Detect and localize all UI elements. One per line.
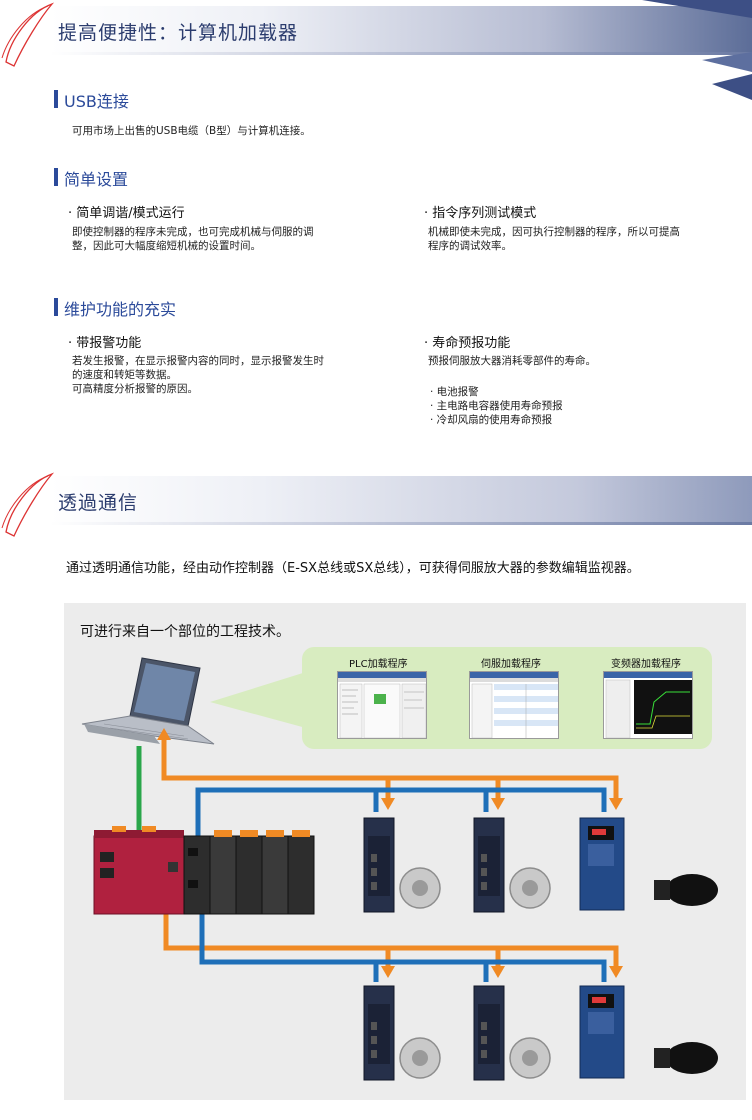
maintenance-heading: 维护功能的充实 — [54, 296, 176, 320]
inverter-icon — [579, 817, 718, 911]
life-list: · 电池报警 · 主电路电容器使用寿命预报 · 冷却风扇的使用寿命预报 — [430, 385, 563, 427]
panel-title: 可进行来自一个部位的工程技术。 — [80, 624, 290, 640]
text-line: 的速度和转矩等数据。 — [72, 369, 177, 381]
banner-underline — [50, 522, 752, 525]
list-item: · 主电路电容器使用寿命预报 — [430, 400, 563, 412]
text-line: 程序的调试效率。 — [428, 240, 512, 252]
life-text: 预报伺服放大器消耗零部件的寿命。 — [428, 355, 596, 367]
text-line: 可高精度分析报警的原因。 — [72, 383, 198, 395]
plc-loader-label: PLC加载程序 — [349, 659, 408, 670]
setup-left-text: 即使控制器的程序未完成，也可完成机械与伺服的调 整，因此可大幅度缩短机械的设置时… — [72, 225, 314, 253]
servo-amplifier-icon — [473, 985, 551, 1081]
network-diagram — [81, 657, 718, 1081]
setup-right-text: 机械即使未完成，因可执行控制器的程序，所以可提高 程序的调试效率。 — [428, 225, 680, 253]
servo-amplifier-icon — [363, 985, 441, 1081]
banner-gradient — [50, 6, 752, 52]
text-line: 整，因此可大幅度缩短机械的设置时间。 — [72, 240, 261, 252]
setup-heading: 简单设置 — [54, 166, 128, 190]
list-item: · 电池报警 — [430, 386, 479, 398]
servo-loader-screenshot — [469, 671, 559, 739]
plc-controller-icon — [93, 826, 315, 915]
swoosh-logo-icon — [1, 472, 55, 537]
inverter-loader-screenshot — [603, 671, 693, 739]
banner-section2: 透過通信 — [0, 470, 752, 537]
servo-amplifier-icon — [473, 817, 551, 913]
servo-amplifier-icon — [363, 817, 441, 913]
text-line: 即使控制器的程序未完成，也可完成机械与伺服的调 — [72, 226, 314, 238]
callout-pointer — [210, 672, 306, 728]
servo-loader-label: 伺服加载程序 — [481, 659, 541, 670]
alarm-text: 若发生报警，在显示报警内容的同时，显示报警发生时 的速度和转矩等数据。 可高精度… — [72, 354, 324, 396]
banner-gradient — [50, 476, 752, 522]
swoosh-logo-icon — [1, 2, 55, 67]
inverter-icon — [579, 985, 718, 1079]
list-item: · 冷却风扇的使用寿命预报 — [430, 414, 553, 426]
inverter-loader-label: 变频器加载程序 — [611, 659, 681, 670]
life-title: · 寿命预报功能 — [424, 336, 511, 351]
banner-corner-stripes — [642, 0, 752, 100]
usb-heading: USB连接 — [54, 88, 129, 112]
text-line: 机械即使未完成，因可执行控制器的程序，所以可提高 — [428, 226, 680, 238]
plc-loader-screenshot — [337, 671, 427, 739]
setup-left-title: · 简单调谐/模式运行 — [68, 206, 185, 221]
intro-text: 通过透明通信功能，经由动作控制器（E-SX总线或SX总线），可获得伺服放大器的参… — [66, 561, 640, 576]
banner-title: 透過通信 — [58, 492, 139, 514]
laptop-icon — [81, 657, 215, 745]
usb-text: 可用市场上出售的USB电缆（B型）与计算机连接。 — [72, 125, 311, 137]
text-line: 若发生报警，在显示报警内容的同时，显示报警发生时 — [72, 355, 324, 367]
banner-underline — [50, 52, 752, 55]
banner-section1: 提高便捷性：计算机加载器 — [0, 0, 752, 100]
setup-right-title: · 指令序列测试模式 — [424, 206, 537, 221]
banner-title: 提高便捷性：计算机加载器 — [58, 22, 299, 44]
alarm-title: · 带报警功能 — [68, 336, 142, 351]
